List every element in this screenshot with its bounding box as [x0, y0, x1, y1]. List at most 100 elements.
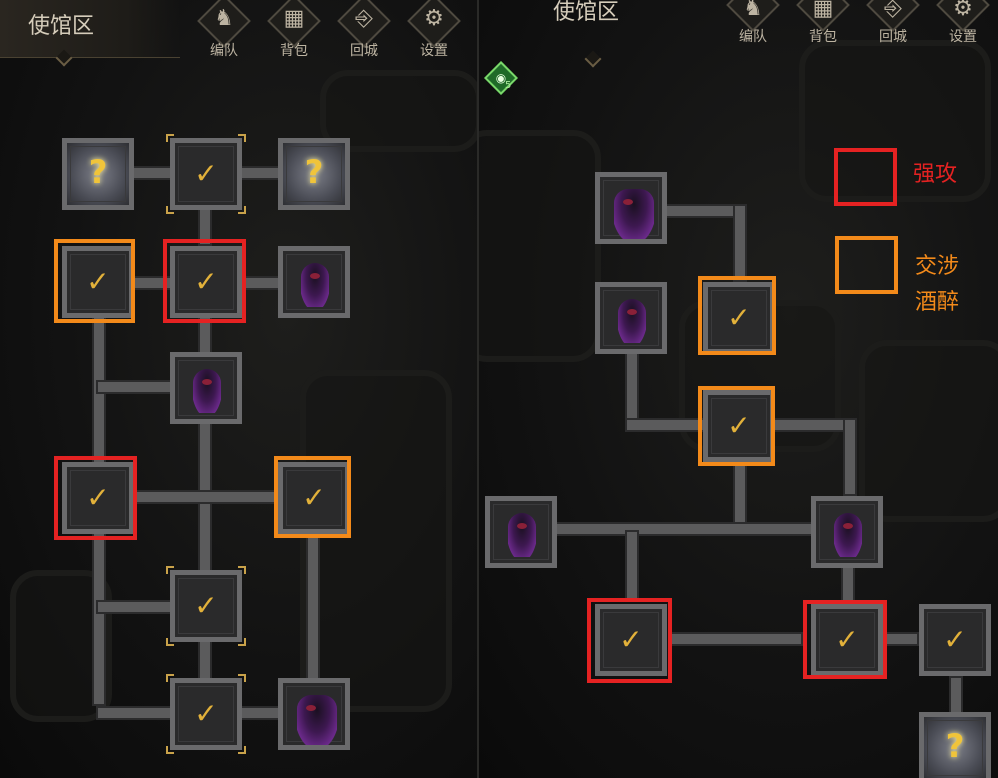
corridor	[198, 206, 212, 246]
hooded-enemy-icon	[834, 513, 862, 557]
return-town-button[interactable]: ⎆ 回城	[863, 0, 923, 62]
check-icon: ✓	[86, 265, 110, 298]
top-bar: 使馆区 ♞ 编队 ▦ 背包 ⎆ 回城 ⚙ 设置	[0, 0, 477, 62]
corridor	[625, 418, 705, 432]
corridor	[240, 276, 280, 290]
helmet-icon: ♞	[214, 6, 234, 31]
return-town-button[interactable]: ⎆ 回城	[334, 0, 394, 62]
map-room-enemy[interactable]	[485, 496, 557, 568]
area-title: 使馆区	[529, 0, 729, 58]
backpack-icon: ▦	[812, 0, 834, 21]
corridor	[669, 632, 803, 646]
vision-count: 5	[505, 80, 512, 91]
map-room-boss[interactable]	[278, 678, 350, 750]
menu-label: 编队	[739, 29, 767, 45]
map-room-cleared[interactable]: ✓	[595, 604, 667, 676]
menu-label: 回城	[350, 43, 378, 59]
map-room-cleared[interactable]: ✓	[166, 134, 246, 214]
check-icon: ✓	[727, 301, 751, 334]
map-room-enemy[interactable]	[170, 352, 242, 424]
map-room-cleared[interactable]: ✓	[62, 246, 134, 318]
question-icon: ?	[945, 727, 965, 765]
map-room-cleared[interactable]: ✓	[811, 604, 883, 676]
top-menu: ♞ 编队 ▦ 背包 ⎆ 回城 ⚙ 设置	[194, 0, 464, 62]
check-icon: ✓	[302, 481, 326, 514]
corridor	[240, 166, 282, 180]
backpack-button[interactable]: ▦ 背包	[793, 0, 853, 62]
vision-eye-icon[interactable]: ◉	[484, 61, 518, 95]
map-room-cleared[interactable]: ✓	[170, 246, 242, 318]
map-room-cleared[interactable]: ✓	[703, 282, 775, 354]
map-room-cleared[interactable]: ✓	[703, 390, 775, 462]
corridor	[625, 530, 639, 602]
area-title: 使馆区	[0, 0, 180, 58]
check-icon: ✓	[86, 481, 110, 514]
menu-label: 设置	[949, 29, 977, 45]
map-room-boss[interactable]	[595, 172, 667, 244]
menu-label: 背包	[280, 43, 308, 59]
formation-button[interactable]: ♞ 编队	[723, 0, 783, 62]
check-icon: ✓	[727, 409, 751, 442]
corridor	[96, 600, 176, 614]
hooded-enemy-icon	[618, 299, 646, 343]
map-room-cleared[interactable]: ✓	[166, 674, 246, 754]
check-icon: ✓	[943, 623, 967, 656]
map-room-cleared[interactable]: ✓	[919, 604, 991, 676]
map-room-cleared[interactable]: ✓	[278, 462, 350, 534]
hooded-enemy-icon	[614, 189, 654, 239]
hooded-enemy-icon	[297, 695, 337, 745]
door-icon: ⎆	[884, 0, 902, 21]
left-map-panel: 使馆区 ♞ 编队 ▦ 背包 ⎆ 回城 ⚙ 设置	[0, 0, 477, 778]
door-icon: ⎆	[355, 6, 373, 31]
menu-label: 编队	[210, 43, 238, 59]
top-bar: 使馆区 ♞ 编队 ▦ 背包 ⎆ 回城 ⚙ 设置	[479, 0, 998, 62]
map-room-cleared[interactable]: ✓	[166, 566, 246, 646]
background-wall	[799, 40, 991, 202]
hooded-enemy-icon	[193, 369, 221, 413]
menu-label: 设置	[420, 43, 448, 59]
menu-label: 背包	[809, 29, 837, 45]
corridor	[198, 316, 212, 356]
top-menu: ♞ 编队 ▦ 背包 ⎆ 回城 ⚙ 设置	[723, 0, 993, 62]
settings-button[interactable]: ⚙ 设置	[933, 0, 993, 62]
legend-assault-label: 强攻	[913, 162, 958, 187]
background-wall	[479, 130, 601, 362]
menu-label: 回城	[879, 29, 907, 45]
map-room-unknown[interactable]: ?	[62, 138, 134, 210]
map-room-enemy[interactable]	[811, 496, 883, 568]
check-icon: ✓	[835, 623, 859, 656]
panel-divider	[477, 0, 479, 778]
check-icon: ✓	[619, 623, 643, 656]
hooded-enemy-icon	[508, 513, 536, 557]
corridor	[134, 490, 276, 504]
corridor	[841, 564, 855, 604]
corridor	[843, 418, 857, 496]
backpack-icon: ▦	[283, 6, 305, 31]
background-wall	[859, 340, 998, 522]
formation-button[interactable]: ♞ 编队	[194, 0, 254, 62]
helmet-icon: ♞	[743, 0, 763, 21]
legend-negotiate-label: 交涉	[915, 254, 960, 279]
background-wall	[300, 370, 452, 712]
legend-orange-swatch	[835, 236, 898, 294]
check-icon: ✓	[194, 589, 218, 622]
map-room-enemy[interactable]	[595, 282, 667, 354]
corridor	[96, 380, 176, 394]
check-icon: ✓	[194, 697, 218, 730]
question-icon: ?	[304, 153, 324, 191]
check-icon: ✓	[194, 265, 218, 298]
corridor	[555, 522, 831, 536]
gear-icon: ⚙	[424, 6, 444, 31]
corridor	[132, 276, 172, 290]
map-room-enemy[interactable]	[278, 246, 350, 318]
backpack-button[interactable]: ▦ 背包	[264, 0, 324, 62]
map-room-cleared[interactable]: ✓	[62, 462, 134, 534]
right-map-panel: 使馆区 ♞ 编队 ▦ 背包 ⎆ 回城 ⚙ 设置	[479, 0, 998, 778]
check-icon: ✓	[194, 157, 218, 190]
legend-drunk-label: 酒醉	[915, 290, 960, 315]
corridor	[733, 204, 747, 282]
map-room-unknown[interactable]: ?	[919, 712, 991, 778]
corridor	[96, 706, 176, 720]
settings-button[interactable]: ⚙ 设置	[404, 0, 464, 62]
map-room-unknown[interactable]: ?	[278, 138, 350, 210]
